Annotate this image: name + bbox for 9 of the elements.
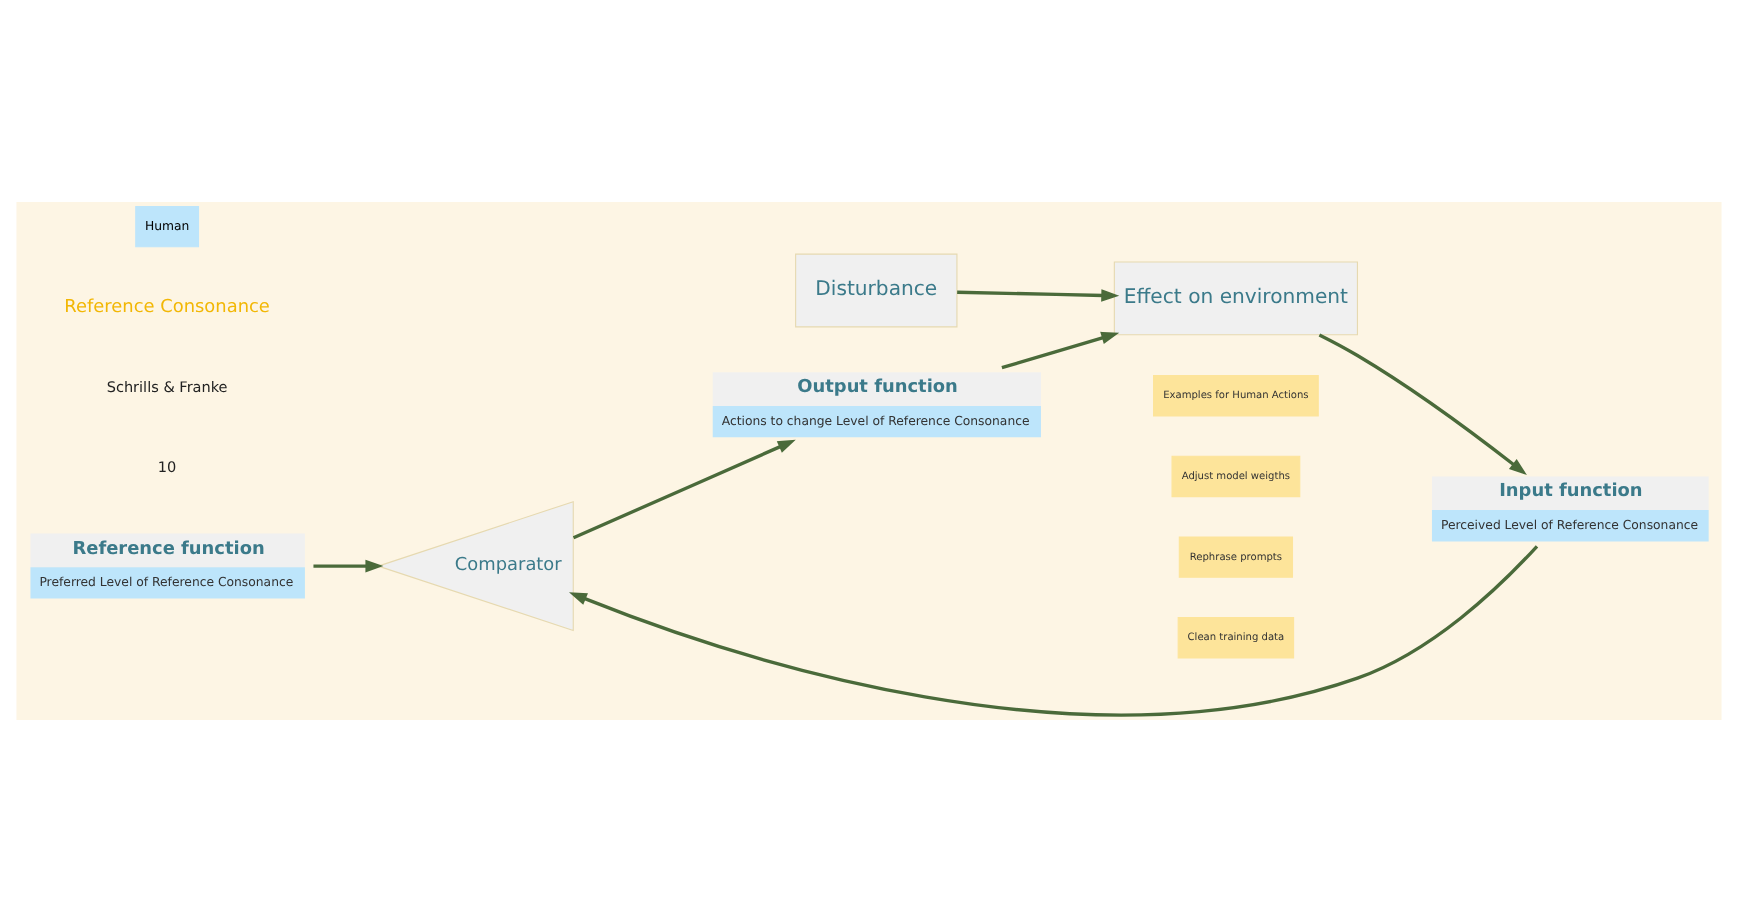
arrow [568, 544, 1539, 716]
arrow [1001, 330, 1120, 369]
arrow [957, 288, 1120, 301]
node-box: Effect on environment [1113, 260, 1358, 335]
label: Reference Consonance [64, 296, 270, 317]
arrow [572, 438, 796, 539]
arrow [313, 558, 384, 572]
node-box: Disturbance [795, 252, 958, 327]
arrow [1318, 332, 1527, 475]
